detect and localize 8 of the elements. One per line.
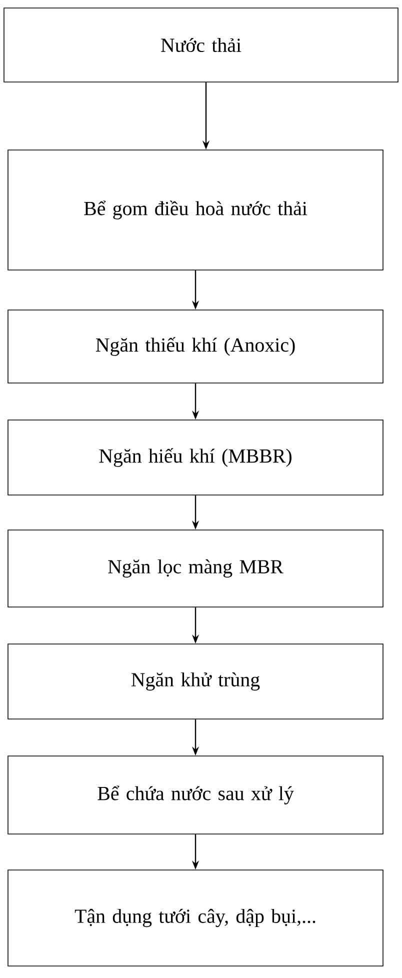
- process-box: Bể chứa nước sau xử lý: [8, 756, 384, 834]
- process-box: Ngăn thiếu khí (Anoxic): [8, 310, 384, 384]
- process-box: Bể gom điều hoà nước thải: [8, 150, 384, 270]
- process-box: Ngăn hiếu khí (MBBR): [8, 420, 384, 496]
- process-box: Ngăn lọc màng MBR: [8, 530, 384, 608]
- process-box: Ngăn khử trùng: [8, 644, 384, 720]
- process-box: Nước thải: [4, 8, 398, 82]
- process-box: Tận dụng tưới cây, dập bụi,...: [8, 870, 384, 966]
